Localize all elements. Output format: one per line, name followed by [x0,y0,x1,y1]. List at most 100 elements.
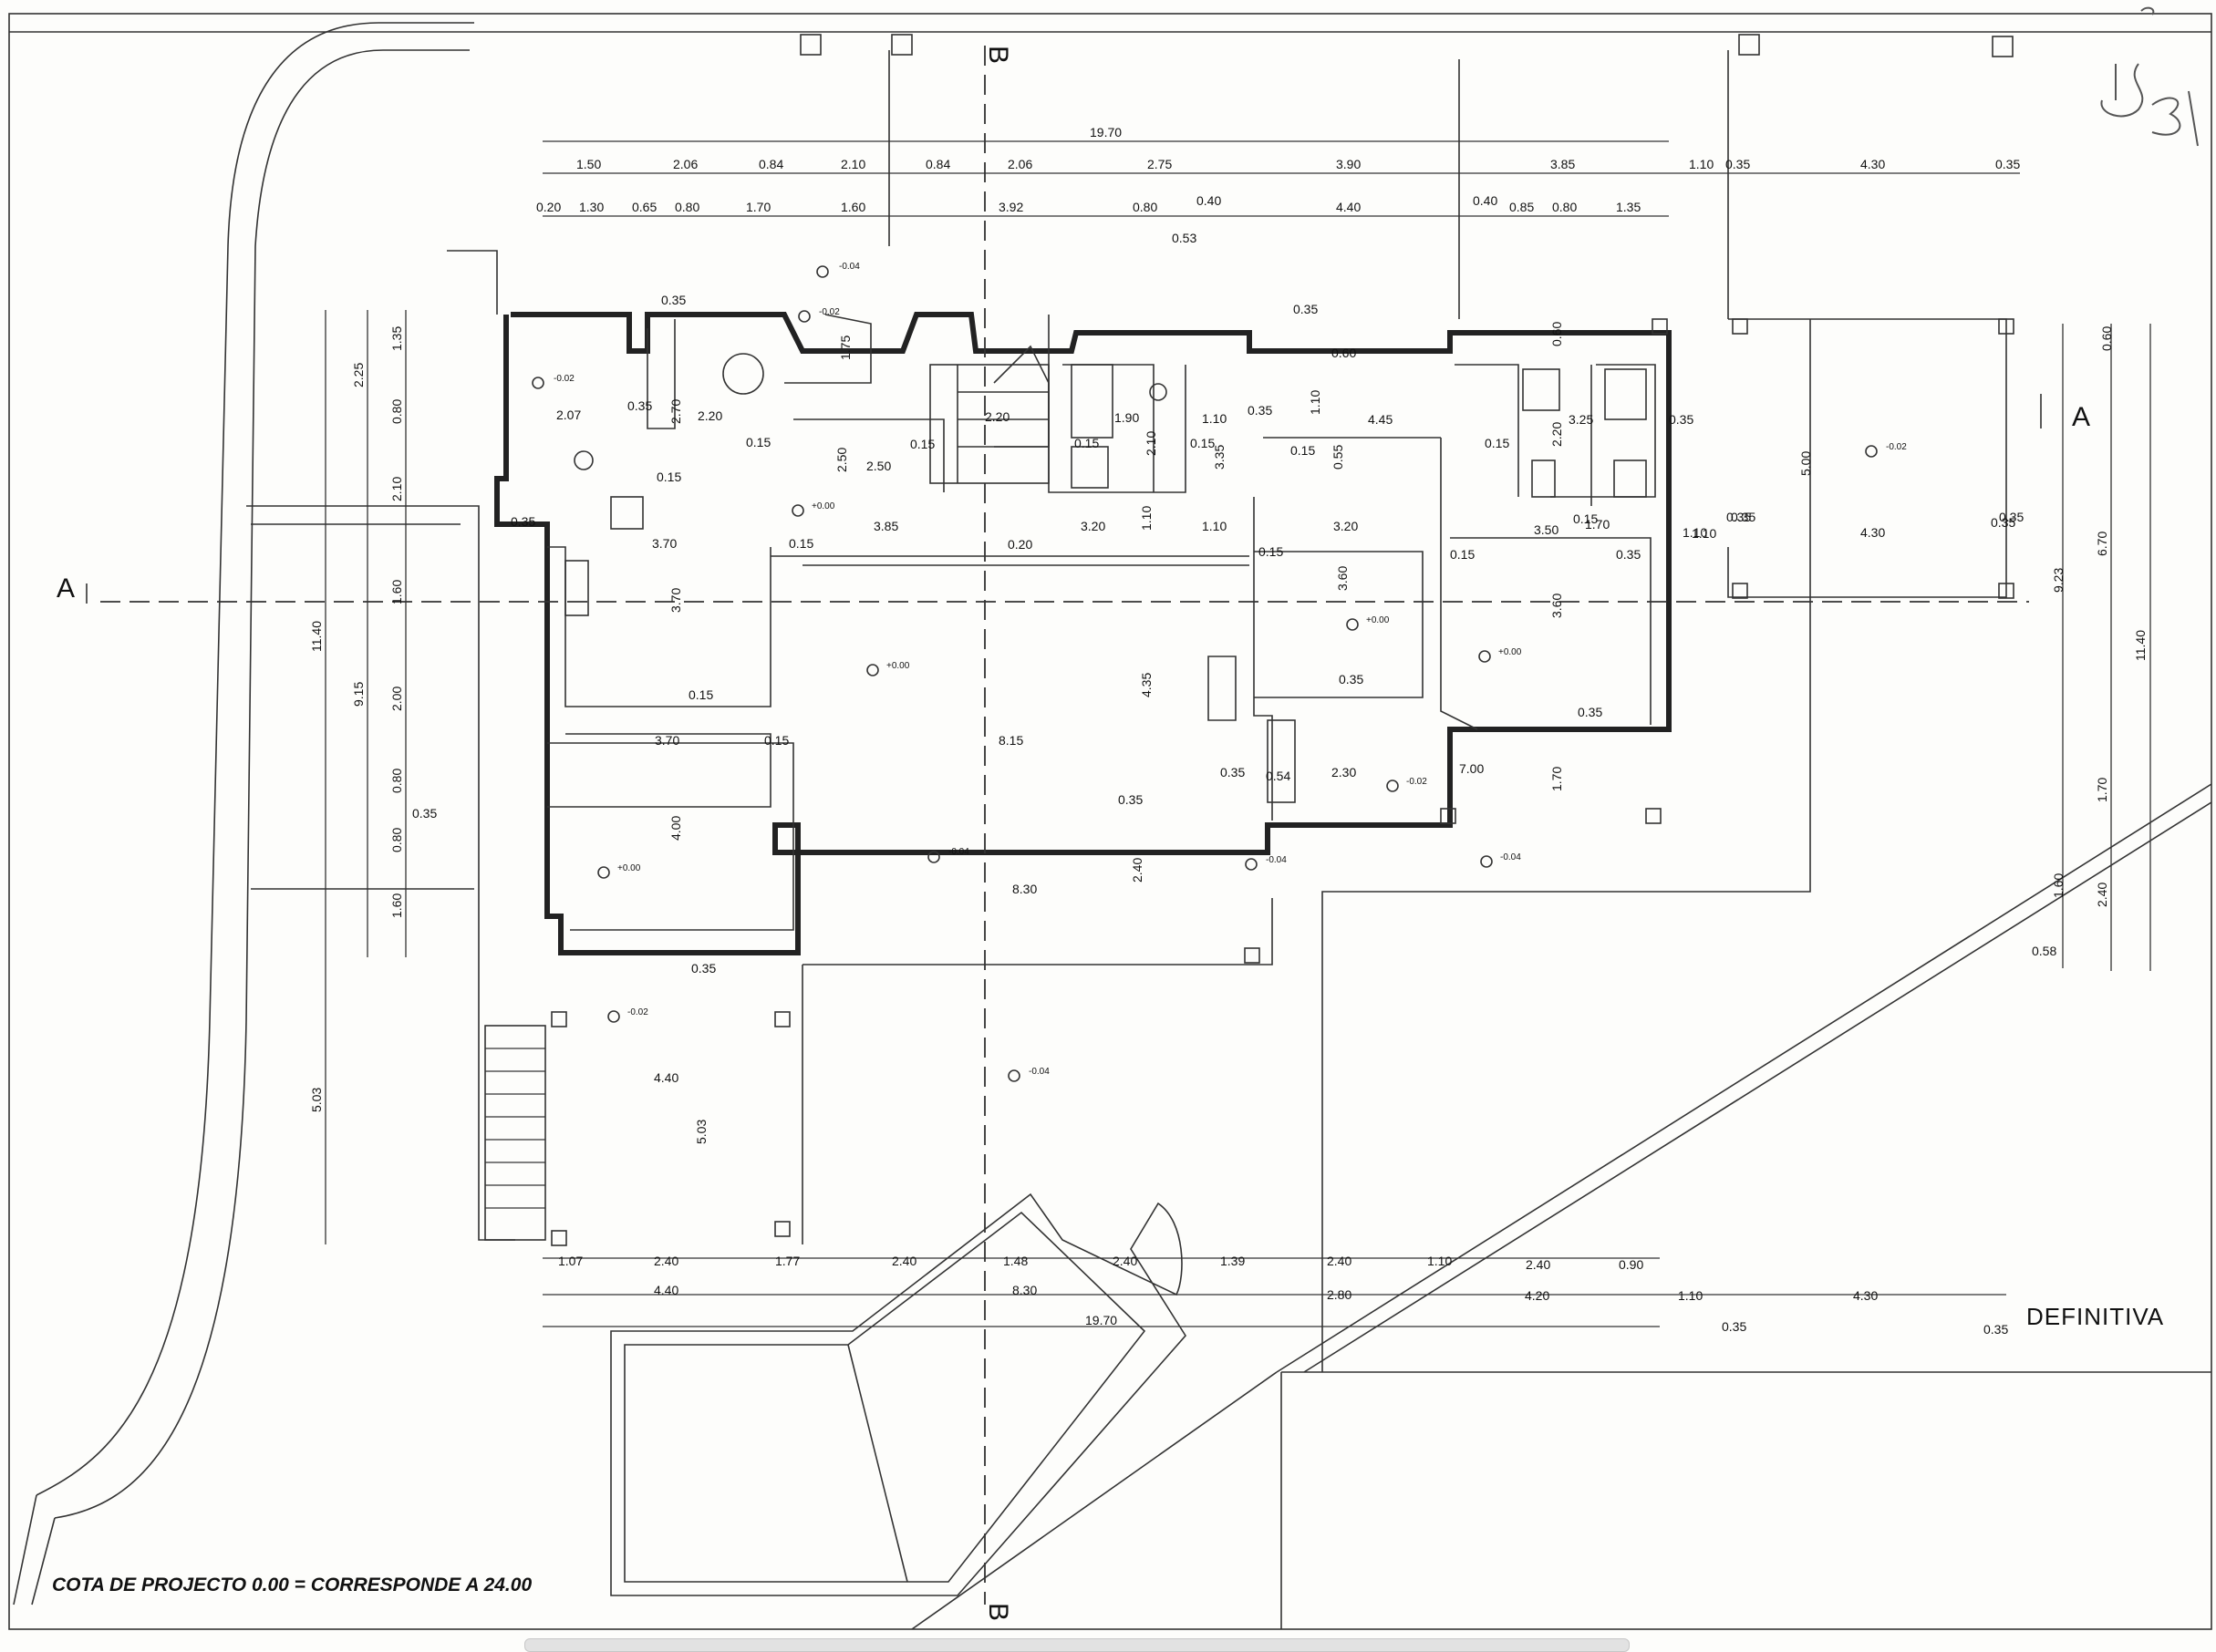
dim-interior: 0.15 [764,733,789,748]
dim-top-row2: 1.60 [841,200,865,214]
dim-interior: 1.90 [1114,410,1139,425]
section-label-b-bottom: B [983,1603,1013,1621]
dim-interior: 4.30 [1860,525,1885,540]
dim-top-row1: 0.35 [1725,157,1750,171]
level-marker: -0.02 [1406,777,1427,787]
dim-interior: 0.35 [661,293,686,307]
dim-top-row2: 4.40 [1336,200,1361,214]
dim-interior: 0.55 [1331,445,1345,470]
dim-top-row1: 3.90 [1336,157,1361,171]
dim-interior: 0.15 [1450,547,1475,562]
outdoor-steps [484,1025,546,1241]
dim-left: 0.35 [412,806,437,821]
dim-top-row2: 0.85 [1509,200,1534,214]
dim-interior: 2.10 [1144,431,1158,456]
dim-interior: 0.35 [627,398,652,413]
dim-top-row2: 1.30 [579,200,604,214]
dim-interior: 1.70 [1549,767,1564,791]
swimming-pool [610,1193,1186,1596]
dim-top-row2: 0.20 [536,200,561,214]
dim-interior: 0.35 [1220,765,1245,780]
dimension-lines [325,140,2151,1327]
dim-interior: 0.35 [1731,510,1755,524]
section-label-a-left: A [57,573,75,604]
level-marker: -0.02 [627,1007,648,1017]
dim-bottom-row1: 1.10 [1427,1254,1452,1268]
dim-interior: 0.35 [1293,302,1318,316]
dim-bottom-row2: 4.40 [654,1283,678,1297]
dim-interior: 0.60 [1331,346,1356,360]
dim-left: 2.00 [389,687,404,711]
dim-interior: 3.20 [1333,519,1358,533]
dim-interior: 0.15 [657,470,681,484]
level-marker: -0.02 [554,374,575,384]
driveway [13,22,474,1606]
dim-interior: 1.10 [1308,390,1322,415]
level-marker: +0.00 [1498,647,1522,657]
dim-bottom-row1: 2.40 [654,1254,678,1268]
dim-interior: 0.15 [789,536,813,551]
dim-top-row1: 0.84 [926,157,950,171]
level-marker: -0.02 [819,307,840,317]
dim-interior: 0.60 [1549,322,1564,346]
dim-top-row1: 0.35 [1995,157,2020,171]
dim-interior: 4.40 [654,1070,678,1085]
dim-bottom-row1: 2.40 [1327,1254,1351,1268]
dim-interior: 2.30 [1331,765,1356,780]
dim-interior: 2.70 [668,399,683,424]
dim-bottom-row1: 2.40 [1526,1257,1550,1272]
terrace-outlines [246,50,2212,1630]
dim-right: 11.40 [2133,630,2148,661]
level-marker: +0.00 [886,661,910,671]
dim-interior: 1.10 [1692,526,1716,541]
dim-right: 6.70 [2095,532,2109,556]
dim-left: 11.40 [309,621,324,652]
dim-interior: 1.10 [1683,525,1707,540]
section-label-a-right: A [2072,402,2090,432]
dim-interior: 1.10 [1202,519,1227,533]
dim-top-row2: 0.65 [632,200,657,214]
dim-interior: 0.15 [1573,511,1598,526]
dim-interior: 0.35 [1578,705,1602,719]
dim-interior: 3.70 [668,588,683,613]
dim-right: 0.58 [2032,944,2056,958]
fixtures [564,353,1647,616]
dim-interior: 2.50 [866,459,891,473]
house-walls [494,312,1672,955]
level-markers: -0.04 -0.02 -0.02 +0.00 +0.00 +0.00 +0.0… [532,262,1907,1082]
dim-bottom-row1: 0.90 [1619,1257,1643,1272]
dim-interior: 3.25 [1569,412,1593,427]
level-marker: +0.00 [617,863,641,873]
dim-interior: 1.10 [1139,506,1154,531]
dim-interior: 0.15 [1485,436,1509,450]
dim-top-row1: 1.10 [1689,157,1714,171]
dim-interior: 2.20 [698,408,722,423]
dim-interior: 2.07 [556,408,581,422]
dim-interior: 1.75 [838,336,853,360]
dim-left: 9.15 [351,682,366,707]
dim-bottom-row2: 1.10 [1678,1288,1703,1303]
dim-bottom-row2: 4.20 [1525,1288,1549,1303]
dim-top-row1: 2.10 [841,157,865,171]
dim-left: 1.35 [389,326,404,351]
dim-interior: 3.85 [874,519,898,533]
level-marker: +0.00 [812,501,835,511]
dim-right: 1.60 [2051,873,2066,898]
dim-top-row1: 0.84 [759,157,783,171]
section-lines [86,46,2042,1605]
dim-right: 9.23 [2051,568,2066,593]
level-marker: -0.02 [1886,442,1907,452]
dim-right: 2.40 [2095,883,2109,907]
dim-top-row1: 2.06 [673,157,698,171]
dim-interior: 0.35 [1669,412,1693,427]
dim-interior: 0.35 [691,961,716,976]
dim-left: 0.80 [389,399,404,424]
dim-left: 0.80 [389,828,404,852]
dim-bottom-total: 19.70 [1085,1313,1117,1327]
dim-interior: 0.15 [1258,544,1283,559]
dim-bottom-row2: 4.30 [1853,1288,1878,1303]
dim-interior: 0.15 [746,435,771,449]
level-marker: +0.00 [1366,615,1390,625]
dim-interior: 7.00 [1459,761,1484,776]
